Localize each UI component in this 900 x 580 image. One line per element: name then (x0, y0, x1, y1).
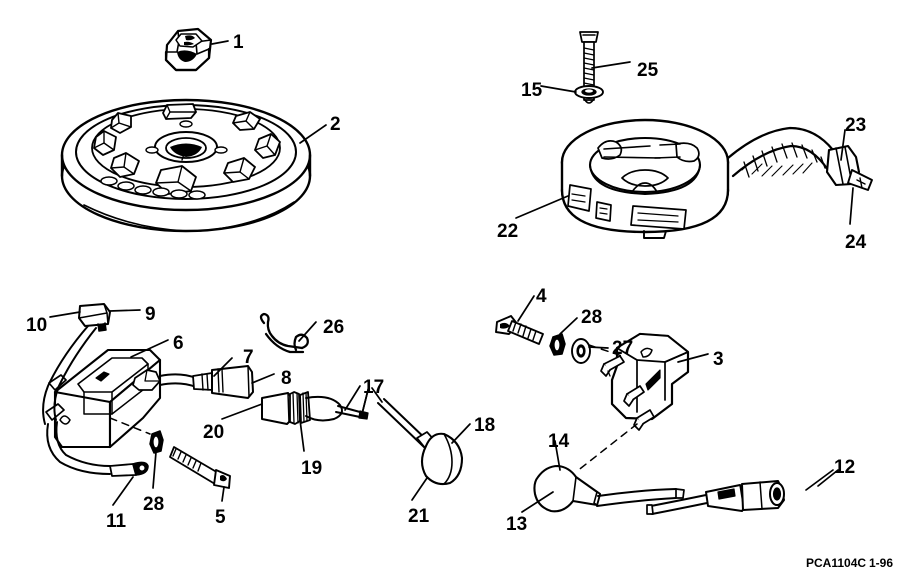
callout-23: 23 (845, 115, 867, 136)
callout-17: 17 (363, 377, 385, 398)
callout-26: 26 (323, 317, 345, 338)
callout-4: 4 (536, 286, 547, 307)
callout-11: 11 (106, 511, 127, 532)
part-lock-washer-coil (549, 333, 566, 356)
callout-9: 9 (145, 304, 156, 325)
part-terminal-block (78, 303, 111, 332)
callout-18: 18 (474, 415, 496, 436)
part-coil-mounting-screw (495, 315, 544, 345)
part-ground-lead (46, 421, 149, 477)
part-ignition-coil (600, 332, 690, 431)
callout-7: 7 (243, 347, 254, 368)
part-connector-boot (261, 391, 369, 425)
part-stator-lead (726, 126, 873, 191)
part-power-pack (45, 348, 162, 449)
callout-25: 25 (637, 60, 659, 81)
part-retaining-clip (259, 312, 309, 354)
part-lock-washer-pack (149, 430, 164, 454)
part-pack-lead-right (159, 373, 197, 388)
part-spark-plug-boot (533, 464, 602, 513)
leader-lines (49, 40, 854, 513)
callout-22: 22 (497, 221, 519, 242)
callout-21: 21 (408, 506, 430, 527)
callout-28-pack: 28 (143, 494, 165, 515)
align-pack-washer (109, 417, 151, 435)
callout-24: 24 (845, 232, 867, 253)
callout-5: 5 (215, 507, 226, 528)
part-stator-assembly (560, 118, 730, 239)
part-spark-plug-lead (596, 480, 785, 515)
callout-10: 10 (26, 315, 48, 336)
callout-27: 27 (612, 338, 634, 359)
part-connector-sleeve (192, 365, 254, 399)
callout-13: 13 (506, 514, 528, 535)
part-pack-wire-upper (42, 325, 97, 425)
footer-drawing-code: PCA1104C (806, 556, 867, 570)
align-coil-boot (575, 423, 638, 473)
callout-20: 20 (203, 422, 225, 443)
part-stator-washer (574, 85, 604, 99)
callout-15: 15 (521, 80, 543, 101)
part-flywheel (60, 98, 312, 233)
alignment-lines (109, 344, 638, 473)
part-power-pack-screw (169, 446, 231, 489)
part-flat-washer (571, 338, 591, 364)
callout-14: 14 (548, 431, 570, 452)
callout-1: 1 (233, 32, 244, 53)
callout-28-coil: 28 (581, 307, 603, 328)
callout-19: 19 (301, 458, 323, 479)
callout-3: 3 (713, 349, 724, 370)
callout-2: 2 (330, 114, 341, 135)
align-washer-coil (588, 344, 623, 357)
part-rod-with-cap (377, 398, 464, 486)
callout-6: 6 (173, 333, 184, 354)
callout-8: 8 (281, 368, 292, 389)
footer-date: 1-96 (869, 556, 894, 570)
callout-12: 12 (834, 457, 856, 478)
part-flywheel-nut (164, 27, 213, 72)
